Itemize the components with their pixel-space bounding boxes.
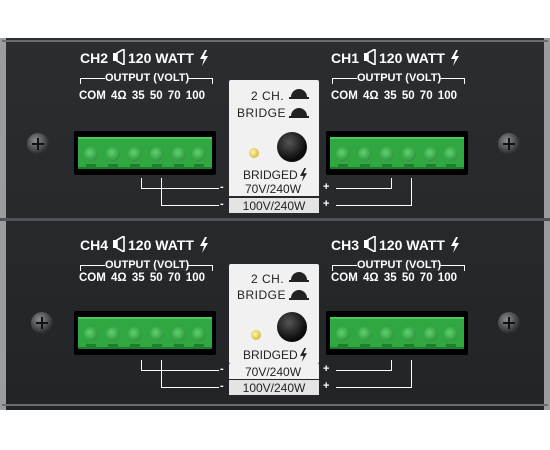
bridge-mode-switch-button[interactable] [277, 312, 307, 342]
mounting-screw-icon [31, 312, 53, 334]
switch-position-up-icon [291, 272, 307, 280]
bridge-mode-panel: 2 CH. BRIDGE BRIDGED [229, 264, 319, 364]
bridged-label: BRIDGED [243, 348, 308, 365]
bridge-led-indicator [251, 330, 261, 340]
channel-name: CH2 [80, 50, 109, 66]
output-bracket-tick [212, 78, 213, 84]
mode-2ch-label: 2 CH. [251, 272, 285, 286]
terminal-connector[interactable] [78, 317, 212, 349]
left-rack-rail [0, 38, 6, 410]
ch3-label: CH3 120 WATT [331, 234, 460, 256]
volt-tap-labels: COM 4Ω 35 50 70 100 [331, 90, 457, 102]
watt-rating: 120 WATT [379, 237, 445, 253]
speaker-icon [113, 234, 125, 255]
mounting-screw-icon [27, 133, 49, 155]
minus-sign: - [220, 198, 224, 210]
switch-position-up-icon [291, 89, 307, 97]
mode-2ch-label: 2 CH. [251, 89, 285, 103]
volt-tap-labels: COM 4Ω 35 50 70 100 [79, 90, 205, 102]
bridge-mode-switch-button[interactable] [277, 132, 307, 162]
switch-position-down-icon [291, 290, 307, 298]
output-volt-label: OUTPUT (VOLT) [357, 259, 442, 271]
plus-sign: + [323, 181, 330, 193]
ch3-output-terminal-block[interactable] [326, 311, 468, 355]
watt-rating: 120 WATT [379, 50, 445, 66]
speaker-icon [364, 47, 376, 68]
watt-rating: 120 WATT [128, 237, 194, 253]
mounting-screw-icon [498, 312, 520, 334]
bridge-led-indicator [249, 148, 259, 158]
terminal-connector[interactable] [78, 137, 212, 169]
ch2-output-terminal-block[interactable] [74, 131, 216, 175]
bridge-70v-rating: 70V/240W [245, 182, 302, 196]
ch4-label: CH4 120 WATT [80, 234, 209, 256]
lightning-icon [450, 50, 460, 69]
ch1-output-terminal-block[interactable] [326, 131, 468, 175]
bridge-100v-rating: 100V/240W [242, 199, 306, 213]
mode-bridge-label: BRIDGE [237, 106, 287, 120]
ch1-label: CH1 120 WATT [331, 47, 460, 69]
output-volt-label: OUTPUT (VOLT) [105, 259, 190, 271]
speaker-icon [364, 234, 376, 255]
output-volt-label: OUTPUT (VOLT) [357, 72, 442, 84]
minus-sign: - [220, 181, 224, 193]
ch4-output-terminal-block[interactable] [74, 311, 216, 355]
ch2-label: CH2 120 WATT [80, 47, 209, 69]
mode-bridge-label: BRIDGE [237, 288, 287, 302]
bridge-70v-rating: 70V/240W [245, 365, 302, 379]
top-edge-line [2, 40, 548, 42]
speaker-icon [113, 47, 125, 68]
lightning-icon [450, 237, 460, 256]
plus-sign: + [323, 363, 330, 375]
lightning-icon [299, 168, 308, 185]
mounting-screw-icon [498, 133, 520, 155]
plus-sign: + [323, 198, 330, 210]
minus-sign: - [220, 363, 224, 375]
bridge-mode-panel: 2 CH. BRIDGE BRIDGED [229, 80, 319, 190]
lightning-icon [199, 237, 209, 256]
right-rack-rail [544, 38, 550, 410]
bridged-label: BRIDGED [243, 168, 308, 185]
volt-tap-labels: COM 4Ω 35 50 70 100 [79, 272, 205, 284]
bottom-edge-line [2, 404, 548, 406]
volt-tap-labels: COM 4Ω 35 50 70 100 [331, 272, 457, 284]
switch-position-down-icon [291, 108, 307, 116]
output-bracket-tick [332, 78, 333, 84]
channel-name: CH3 [331, 237, 360, 253]
terminal-connector[interactable] [330, 317, 464, 349]
channel-name: CH4 [80, 237, 109, 253]
section-divider [0, 218, 550, 221]
plus-sign: + [323, 380, 330, 392]
minus-sign: - [220, 380, 224, 392]
lightning-icon [199, 50, 209, 69]
lightning-icon [299, 348, 308, 365]
channel-name: CH1 [331, 50, 360, 66]
watt-rating: 120 WATT [128, 50, 194, 66]
output-bracket-tick [80, 78, 81, 84]
output-bracket-tick [464, 78, 465, 84]
terminal-connector[interactable] [330, 137, 464, 169]
output-volt-label: OUTPUT (VOLT) [105, 72, 190, 84]
bridge-100v-rating: 100V/240W [242, 381, 306, 395]
